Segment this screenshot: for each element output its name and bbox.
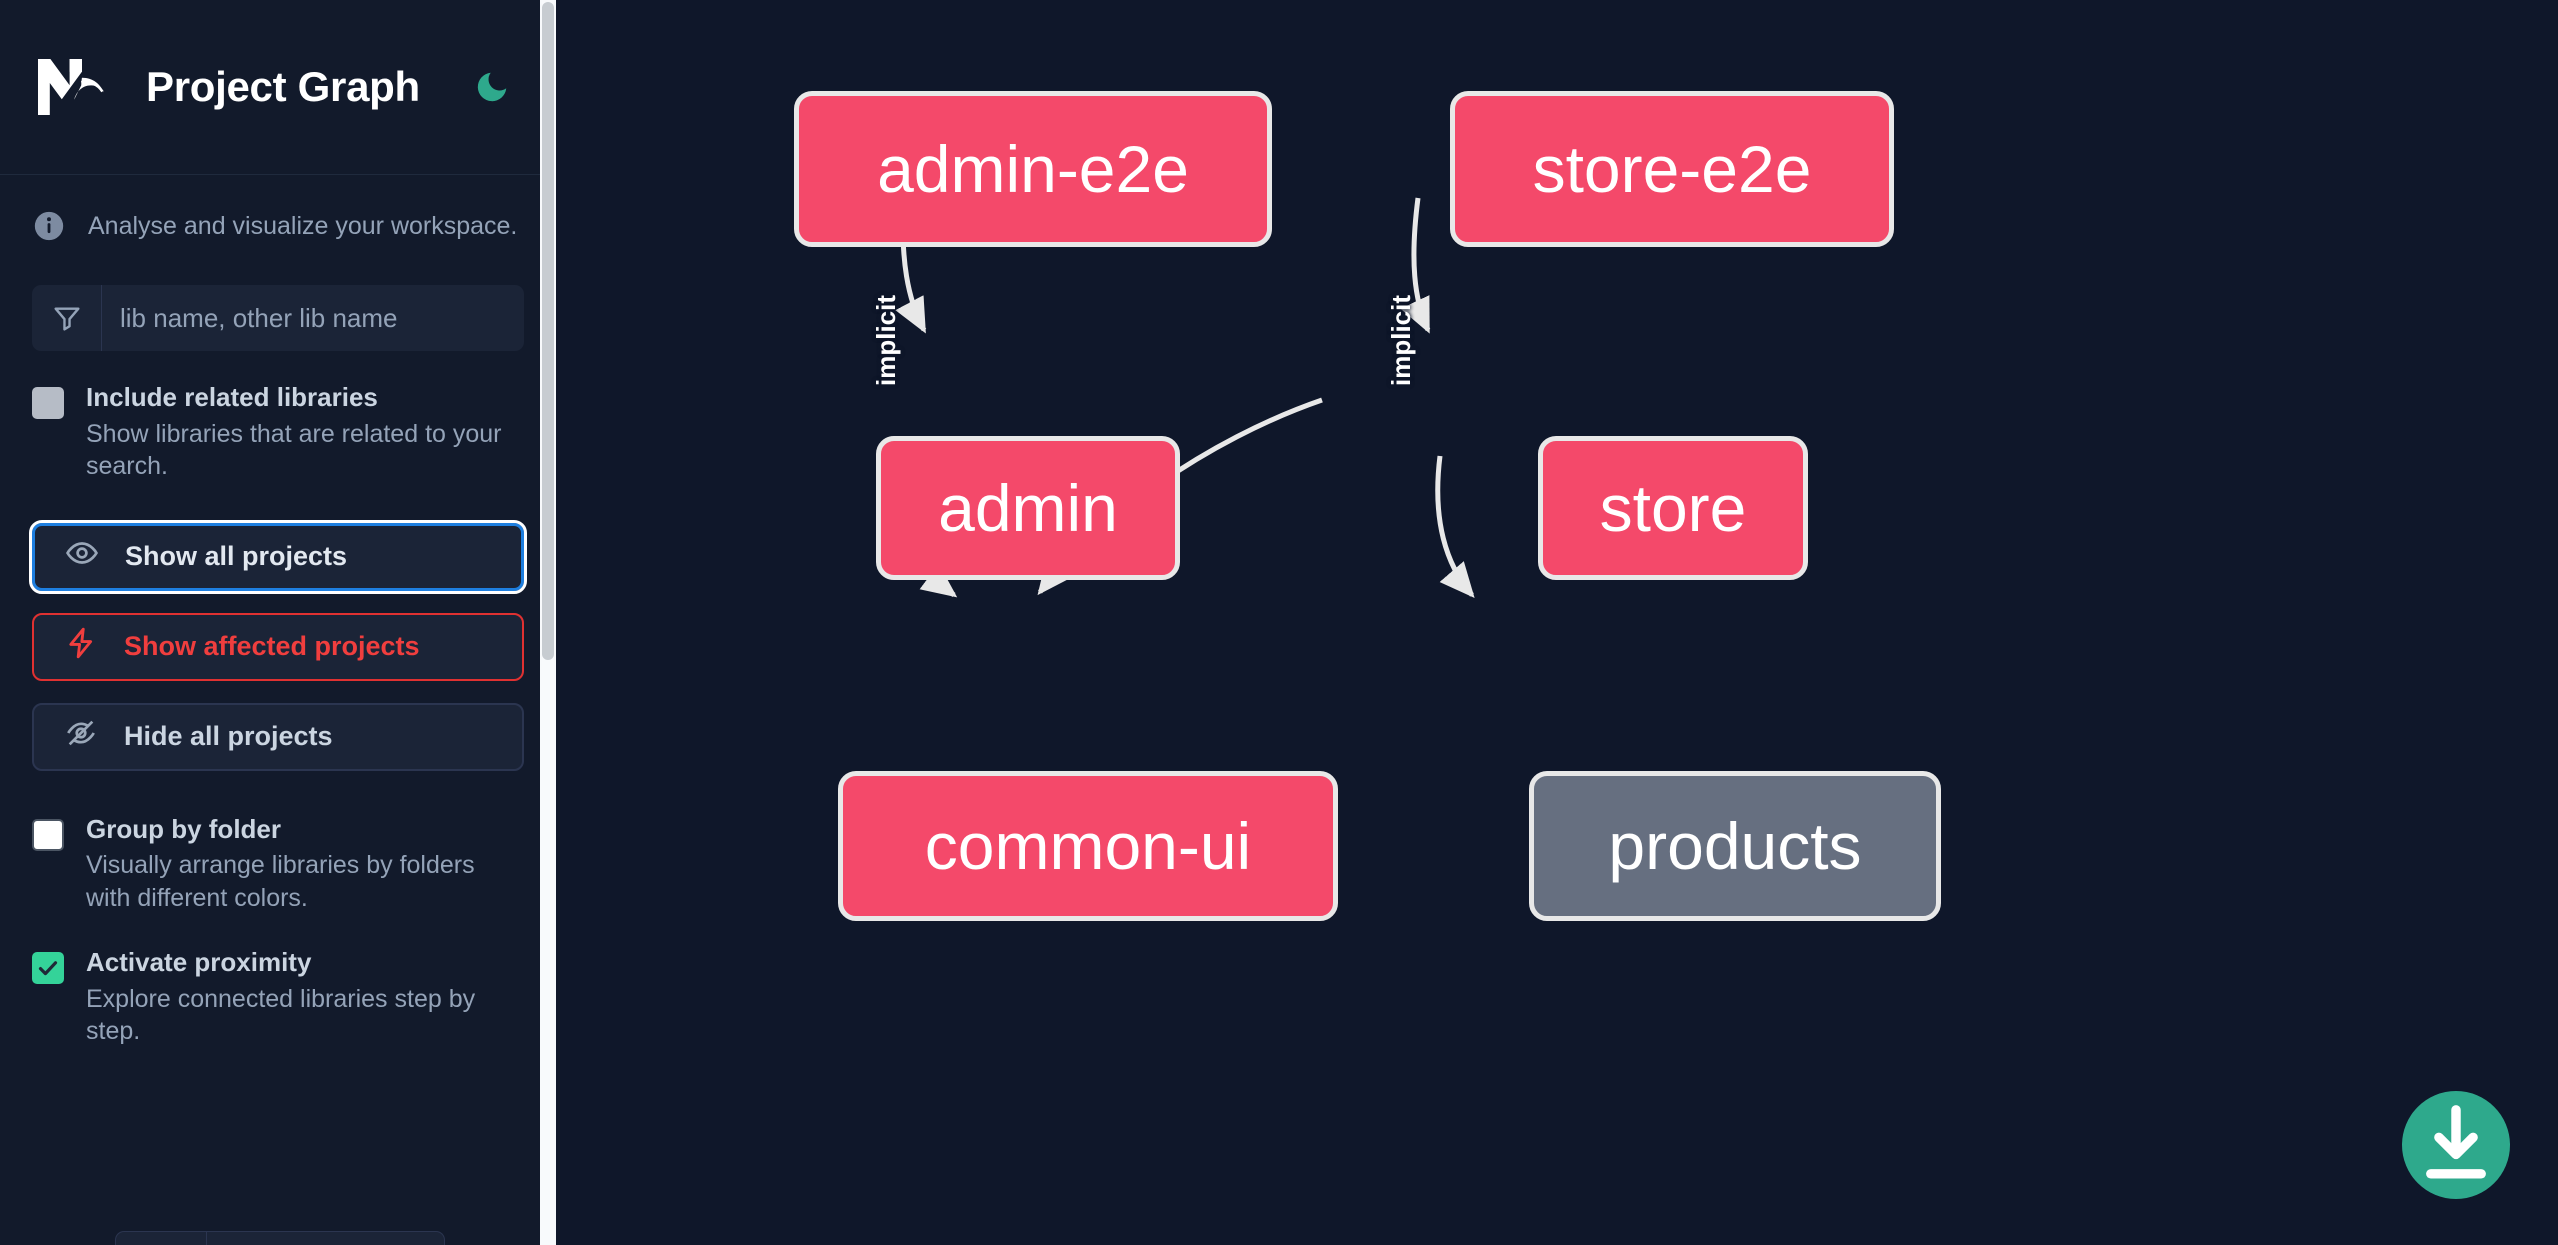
graph-node-products[interactable]: products: [1529, 771, 1941, 921]
graph-node-products-label: products: [1608, 809, 1862, 883]
search-input[interactable]: [102, 285, 524, 351]
graph-node-admin-e2e[interactable]: admin-e2e: [794, 91, 1272, 247]
graph-node-admin-label: admin: [938, 471, 1118, 545]
checkbox-row-activate-proximity[interactable]: Activate proximity Explore connected lib…: [0, 914, 556, 1048]
nx-logo-icon: [32, 55, 120, 119]
filter-icon: [32, 285, 102, 351]
activate-proximity-label: Activate proximity: [86, 947, 312, 977]
moon-icon[interactable]: [468, 63, 516, 111]
group-by-folder-texts: Group by folder Visually arrange librari…: [86, 813, 524, 915]
group-by-folder-sublabel: Visually arrange libraries by folders wi…: [86, 851, 475, 912]
graph-node-common-ui[interactable]: common-ui: [838, 771, 1338, 921]
graph-node-store-e2e[interactable]: store-e2e: [1450, 91, 1894, 247]
lightning-icon: [64, 626, 98, 667]
eye-off-icon: [64, 716, 98, 757]
activate-proximity-sublabel: Explore connected libraries step by step…: [86, 984, 476, 1046]
edge-label-store-e2e-implicit: implicit: [1386, 294, 1417, 387]
action-button-group: Show all projects Show affected projects: [29, 519, 527, 771]
info-icon: [32, 209, 66, 243]
show-all-projects-button[interactable]: Show all projects: [29, 519, 527, 594]
include-related-libraries-sublabel: Show libraries that are related to your …: [86, 419, 502, 481]
edge-label-admin-e2e-implicit: implicit: [871, 294, 902, 387]
graph-node-admin-e2e-label: admin-e2e: [877, 132, 1189, 206]
sidebar-scrollbar-thumb[interactable]: [542, 2, 554, 660]
sidebar-description-text: Analyse and visualize your workspace.: [88, 212, 518, 240]
checkbox-row-group-by-folder[interactable]: Group by folder Visually arrange librari…: [0, 771, 556, 915]
graph-node-common-ui-label: common-ui: [924, 809, 1252, 883]
show-affected-projects-button[interactable]: Show affected projects: [32, 612, 524, 681]
page-title: Project Graph: [146, 63, 420, 110]
eye-icon: [65, 536, 99, 577]
activate-proximity-checkbox[interactable]: [32, 952, 64, 984]
sidebar: Project Graph Analyse and visualize your…: [0, 0, 556, 1245]
include-related-libraries-texts: Include related libraries Show libraries…: [86, 381, 524, 483]
proximity-stepper-partial[interactable]: [115, 1231, 445, 1245]
show-all-projects-label: Show all projects: [125, 541, 348, 571]
edge-store-e2e-to-store: [1400, 197, 1431, 334]
graph-canvas[interactable]: admin-e2e store-e2e admin store common-u…: [556, 0, 2558, 1245]
graph-node-store-e2e-label: store-e2e: [1532, 132, 1812, 206]
graph-node-store[interactable]: store: [1538, 436, 1808, 580]
show-affected-projects-label: Show affected projects: [124, 631, 420, 661]
include-related-libraries-checkbox[interactable]: [32, 387, 64, 419]
sidebar-header: Project Graph: [0, 0, 556, 175]
activate-proximity-texts: Activate proximity Explore connected lib…: [86, 946, 524, 1048]
hide-all-projects-label: Hide all projects: [124, 721, 333, 751]
checkbox-row-include-related-libraries[interactable]: Include related libraries Show libraries…: [0, 351, 556, 483]
filter-search-box[interactable]: [32, 285, 524, 351]
group-by-folder-checkbox[interactable]: [32, 818, 64, 851]
download-button[interactable]: [2402, 1091, 2510, 1199]
sidebar-description-row: Analyse and visualize your workspace.: [0, 175, 556, 243]
group-by-folder-label: Group by folder: [86, 813, 281, 844]
graph-node-admin[interactable]: admin: [876, 436, 1180, 580]
graph-node-store-label: store: [1599, 471, 1747, 545]
edge-store-to-products: [1435, 455, 1475, 599]
hide-all-projects-button[interactable]: Hide all projects: [32, 702, 524, 771]
include-related-libraries-label: Include related libraries: [86, 382, 378, 412]
sidebar-scrollbar[interactable]: [540, 0, 556, 1245]
